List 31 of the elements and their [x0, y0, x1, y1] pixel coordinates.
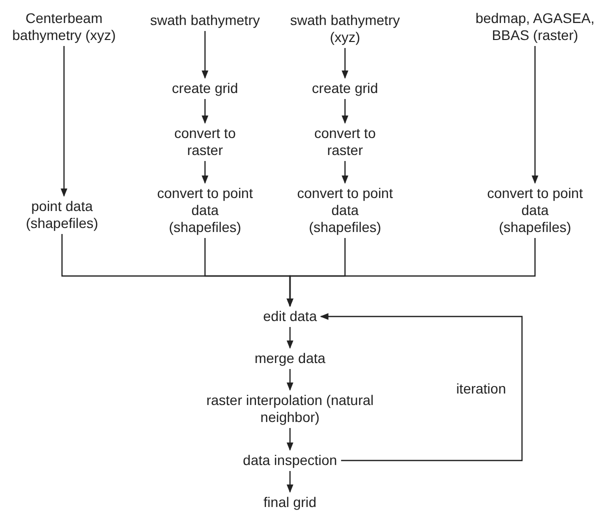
step-text: raster interpolation (natural neighbor): [200, 392, 380, 426]
step-text: merge data: [254, 350, 326, 367]
arrow: [286, 238, 536, 307]
arrow: [342, 161, 348, 184]
step-text: convert to point data (shapefiles): [295, 185, 395, 236]
arrow: [342, 99, 348, 124]
step-text: edit data: [263, 308, 317, 325]
arrow: [342, 48, 348, 79]
arrow: [286, 471, 294, 493]
step-text: swath bathymetry (xyz): [280, 12, 410, 46]
arrow: [286, 327, 294, 349]
step-text: create grid: [295, 80, 395, 97]
step-text: convert to raster: [160, 125, 250, 159]
step-text: point data (shapefiles): [12, 198, 112, 232]
arrow: [202, 99, 208, 124]
step-text: Centerbeam bathymetry (xyz): [9, 10, 119, 44]
step-text: swath bathymetry: [135, 12, 275, 29]
arrow: [286, 428, 294, 451]
step-text: data inspection: [242, 452, 338, 469]
step-text: bedmap, AGASEA, BBAS (raster): [475, 10, 595, 44]
arrow: [202, 161, 208, 184]
arrow: [532, 46, 538, 184]
arrow: [320, 313, 523, 462]
arrow: [202, 31, 208, 79]
step-text: convert to point data (shapefiles): [485, 185, 585, 236]
step-text: convert to raster: [300, 125, 390, 159]
arrow: [286, 369, 294, 391]
step-text: convert to point data (shapefiles): [155, 185, 255, 236]
step-text: create grid: [155, 80, 255, 97]
arrow: [60, 46, 68, 197]
step-text: final grid: [264, 494, 316, 511]
